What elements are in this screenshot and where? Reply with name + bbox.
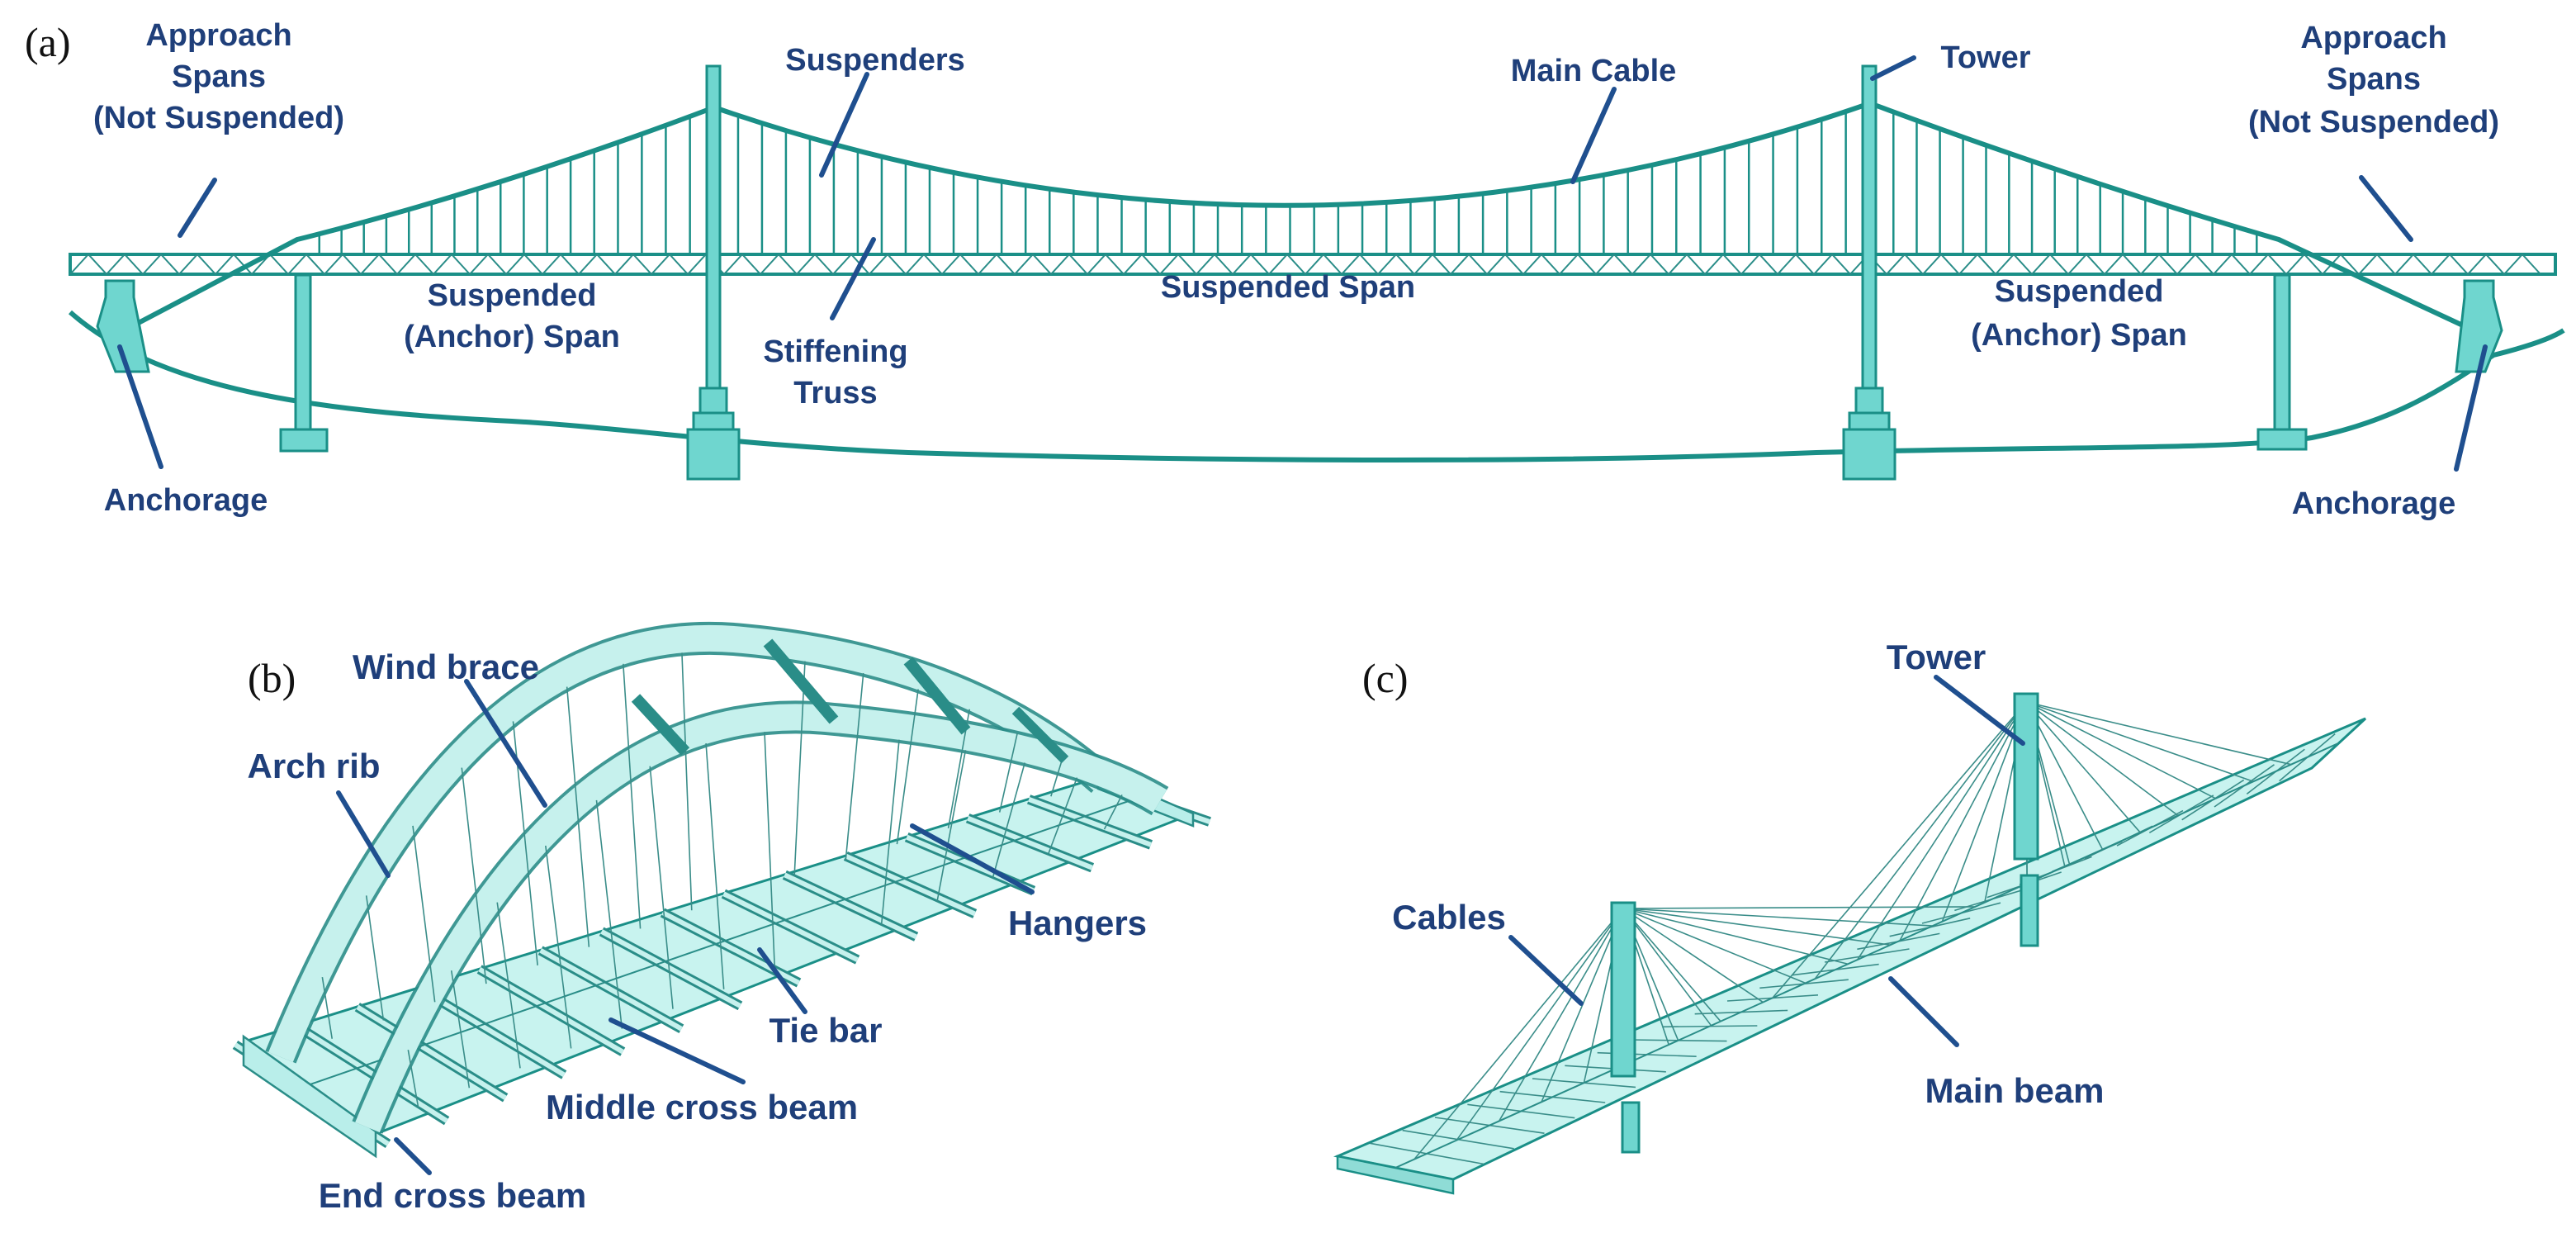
anchor-pier-left: [294, 273, 312, 434]
leader-arch-rib: [336, 790, 391, 878]
leader-approach-right: [2359, 175, 2413, 242]
label-middle-cross-beam: Middle cross beam: [546, 1088, 858, 1127]
label-approach-left-2: Spans: [172, 59, 266, 94]
anchorage-left: [96, 279, 150, 373]
label-approach-right-3: (Not Suspended): [2248, 105, 2499, 140]
leader-cables: [1508, 935, 1584, 1006]
leader-tower-a: [1870, 55, 1916, 81]
panel-b: (b) Wind brace Arch rib Hang: [232, 621, 1211, 1215]
anchor-pier-right-base: [2256, 428, 2308, 451]
end-cross-beam-block: [242, 1034, 377, 1159]
label-tie-bar: Tie bar: [769, 1011, 883, 1050]
label-approach-right-2: Spans: [2327, 62, 2421, 97]
leader-end-cross-beam: [394, 1137, 432, 1175]
wind-braces: [631, 638, 1069, 764]
label-tower-c: Tower: [1887, 638, 1986, 676]
panel-c-letter: (c): [1362, 655, 1409, 701]
label-approach-left-1: Approach: [145, 18, 291, 53]
panel-a-letter: (a): [25, 19, 71, 65]
middle-cross-beams: [232, 776, 1211, 1149]
panel-a: (a): [25, 18, 2565, 521]
leader-approach-left: [178, 178, 217, 238]
panel-c: (c) Tower Cables Main beam: [1333, 638, 2367, 1195]
leader-hangers: [910, 823, 1035, 894]
ground-line: [69, 310, 2565, 462]
anchorage-right: [2455, 279, 2503, 373]
tie-bar-line: [305, 794, 1148, 1087]
label-wind-brace: Wind brace: [353, 647, 539, 686]
stiffening-truss: [69, 253, 2557, 276]
label-stiffening-1: Stiffening: [763, 334, 907, 369]
stay-cables: [1413, 701, 2292, 1160]
label-approach-left-3: (Not Suspended): [93, 101, 344, 135]
panel-b-letter: (b): [248, 655, 296, 701]
leader-middle-cross-beam: [608, 1017, 746, 1084]
label-end-cross-beam: End cross beam: [319, 1176, 586, 1215]
anchor-pier-right: [2273, 273, 2291, 434]
label-hangers: Hangers: [1008, 904, 1147, 942]
suspenders: [318, 111, 2258, 254]
leader-suspenders: [819, 72, 869, 178]
leader-anchorage-right: [2454, 344, 2488, 472]
anchor-pier-left-base: [279, 428, 329, 453]
label-arch-rib: Arch rib: [247, 747, 380, 785]
leader-stiffening-truss: [830, 237, 876, 320]
label-cables: Cables: [1392, 898, 1506, 937]
leader-main-cable: [1570, 87, 1617, 184]
label-suspended-span: Suspended Span: [1161, 270, 1415, 305]
tower-near: [1610, 901, 1641, 1154]
label-anchorage-left: Anchorage: [104, 483, 268, 518]
label-main-cable: Main Cable: [1511, 54, 1677, 88]
leader-anchorage-left: [117, 344, 163, 469]
label-tower-a: Tower: [1940, 40, 2030, 75]
leader-tower-c: [1934, 675, 2025, 746]
label-suspended-right-2: (Anchor) Span: [1971, 318, 2187, 353]
label-suspenders: Suspenders: [785, 43, 965, 78]
deck-edge-near: [1336, 1155, 1455, 1195]
label-anchorage-right: Anchorage: [2292, 486, 2455, 521]
label-suspended-left-1: Suspended: [428, 278, 597, 313]
label-approach-right-1: Approach: [2300, 21, 2446, 55]
leader-tie-bar: [757, 947, 807, 1014]
label-stiffening-2: Truss: [793, 376, 877, 410]
main-cable: [130, 100, 2466, 329]
label-main-beam: Main beam: [1925, 1071, 2104, 1110]
label-suspended-right-1: Suspended: [1995, 274, 2164, 309]
tower-left: [686, 64, 741, 481]
main-beam-centerline: [1395, 742, 2339, 1169]
leader-wind-brace: [464, 679, 547, 808]
main-beam-deck: [1333, 717, 2367, 1181]
tower-far: [2013, 692, 2039, 947]
tower-right: [1842, 64, 1896, 481]
leader-main-beam: [1888, 976, 1959, 1047]
label-suspended-left-2: (Anchor) Span: [404, 320, 620, 354]
